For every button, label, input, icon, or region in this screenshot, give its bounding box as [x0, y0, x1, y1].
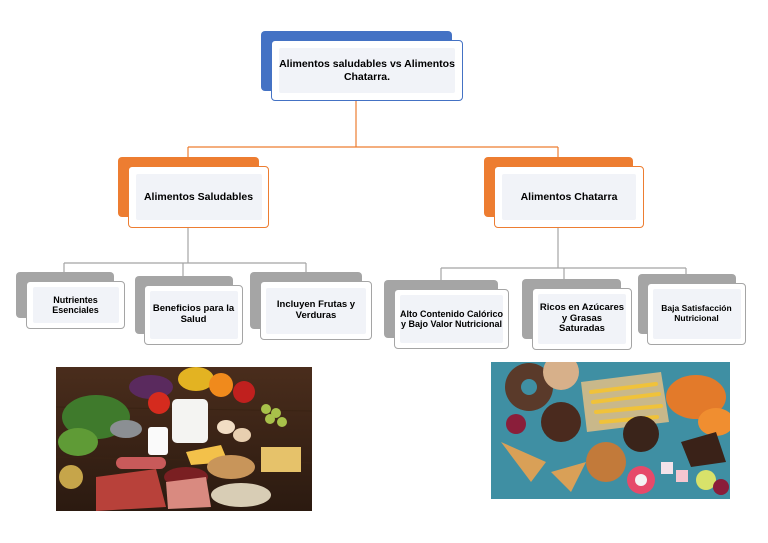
leaf-card: Alto Contenido Calórico y Bajo Valor Nut… [394, 289, 509, 349]
leaf-label: Beneficios para la Salud [149, 291, 238, 339]
leaf-label: Baja Satisfacción Nutricional [652, 289, 741, 339]
branch-junk-label: Alimentos Chatarra [502, 174, 636, 220]
leaf-card: Nutrientes Esenciales [26, 281, 125, 329]
leaf-label: Incluyen Frutas y Verduras [266, 287, 366, 334]
leaf-label: Ricos en Azúcares y Grasas Saturadas [538, 294, 626, 344]
healthy-food-photo [56, 367, 312, 511]
leaf-card: Beneficios para la Salud [144, 285, 243, 345]
root-node-card: Alimentos saludables vs Alimentos Chatar… [271, 40, 463, 101]
root-node-label: Alimentos saludables vs Alimentos Chatar… [279, 48, 455, 93]
branch-healthy-card: Alimentos Saludables [128, 166, 269, 228]
leaf-label: Nutrientes Esenciales [32, 287, 119, 323]
branch-junk-card: Alimentos Chatarra [494, 166, 644, 228]
leaf-label: Alto Contenido Calórico y Bajo Valor Nut… [400, 295, 503, 343]
branch-healthy-label: Alimentos Saludables [135, 174, 262, 220]
junk-food-photo [491, 362, 730, 499]
leaf-card: Baja Satisfacción Nutricional [647, 283, 746, 345]
leaf-card: Incluyen Frutas y Verduras [260, 281, 372, 340]
leaf-card: Ricos en Azúcares y Grasas Saturadas [532, 288, 632, 350]
